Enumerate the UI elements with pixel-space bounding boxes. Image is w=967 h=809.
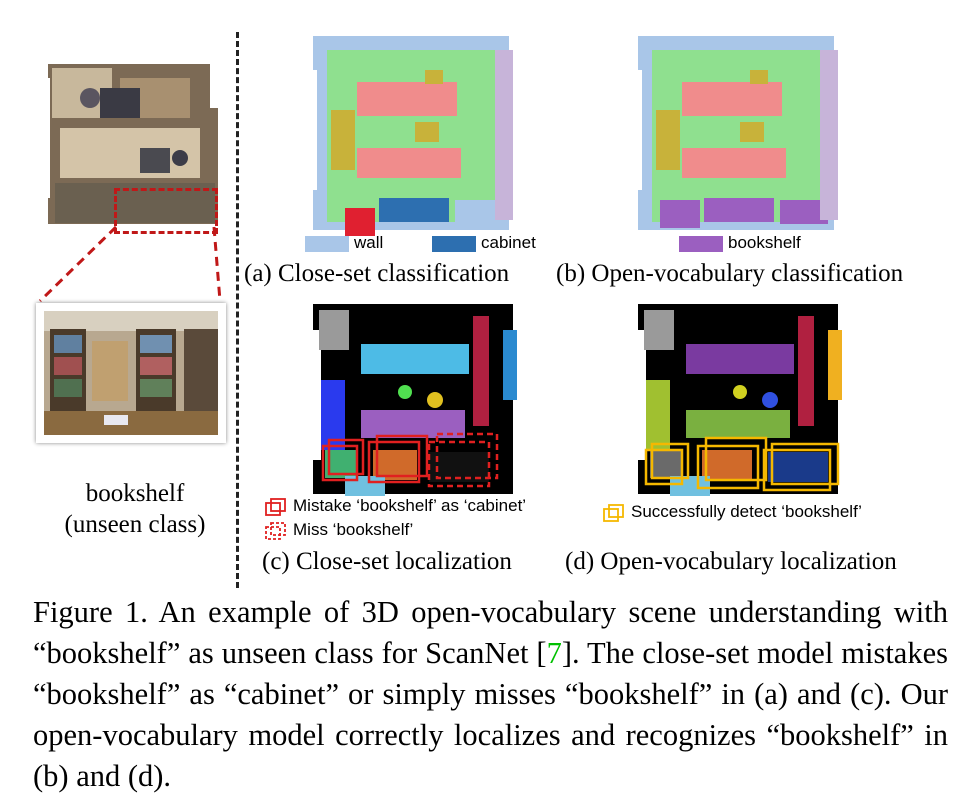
mistake-box-icon	[265, 498, 286, 516]
panel-c-caption: (c) Close-set localization	[262, 548, 512, 575]
caption-suffix: ]. The close-set model mistakes “bookshe…	[33, 636, 949, 793]
bookshelf-photo-frame	[36, 303, 226, 443]
legend-success-label: Successfully detect ‘bookshelf’	[631, 502, 862, 521]
zoom-connector-lines	[38, 225, 222, 303]
legend-miss-label: Miss ‘bookshelf’	[293, 520, 414, 539]
unseen-class-note: (unseen class)	[64, 511, 206, 538]
legend-wall-swatch	[305, 236, 349, 252]
success-box-icon	[603, 504, 624, 522]
panel-a-caption: (a) Close-set classification	[244, 260, 510, 287]
legend-wall-label: wall	[354, 233, 384, 252]
bookshelf-photo	[44, 311, 218, 435]
legend-bookshelf-label: bookshelf	[728, 233, 801, 252]
legend-mistake-label: Mistake ‘bookshelf’ as ‘cabinet’	[293, 496, 527, 515]
legend-cabinet-swatch	[432, 236, 476, 252]
panel-b-caption: (b) Open-vocabulary classification	[556, 260, 904, 287]
panel-d-caption: (d) Open-vocabulary localization	[565, 548, 897, 575]
panel-b-scan	[630, 36, 838, 230]
scene-point-cloud	[40, 58, 226, 224]
unseen-object-label: bookshelf	[85, 480, 185, 507]
divider-line	[236, 32, 239, 588]
panel-a-scan	[305, 36, 513, 236]
caption-prefix: Figure 1. An example of 3D open-vocabula…	[33, 595, 948, 670]
bookshelf-highlight-box	[114, 188, 218, 234]
panel-d-scan	[632, 304, 842, 496]
legend-bookshelf-swatch	[679, 236, 723, 252]
miss-box-icon	[265, 522, 286, 540]
citation-link[interactable]: 7	[546, 636, 562, 670]
legend-cabinet-label: cabinet	[481, 233, 536, 252]
panel-c-scan	[307, 304, 517, 496]
figure-caption: Figure 1. An example of 3D open-vocabula…	[33, 592, 948, 797]
